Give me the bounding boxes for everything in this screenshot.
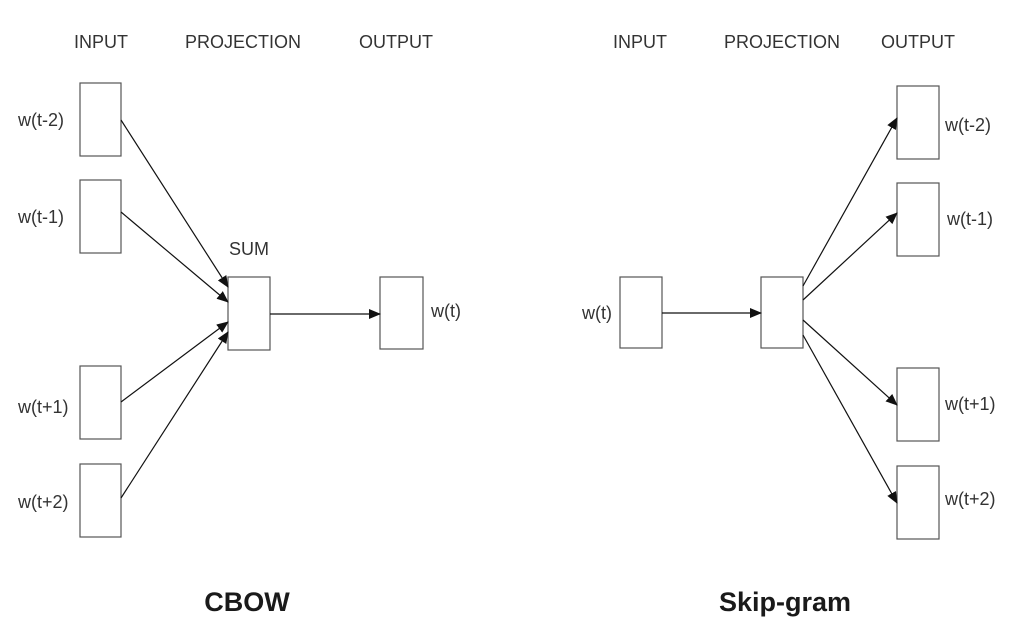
cbow-input-label-t-2: w(t-2) xyxy=(17,110,64,130)
cbow-header-output: OUTPUT xyxy=(359,32,433,52)
skipgram-header-input: INPUT xyxy=(613,32,667,52)
skipgram-input-box xyxy=(619,276,663,349)
cbow-arrow-t-2 xyxy=(120,119,229,288)
skipgram-arrow-t+1 xyxy=(802,319,898,406)
skipgram-output-box-t+1 xyxy=(896,367,940,442)
skipgram-arrow-t-1 xyxy=(802,212,898,301)
cbow-output-box xyxy=(379,276,424,350)
skipgram-output-box-t-1 xyxy=(896,182,940,257)
cbow-arrow-t+1 xyxy=(120,321,229,403)
cbow-arrow-t+2 xyxy=(120,331,229,499)
cbow-model: INPUT PROJECTION OUTPUT w(t-2) w(t-1) w(… xyxy=(17,32,461,617)
skipgram-output-label-t-1: w(t-1) xyxy=(946,209,993,229)
cbow-input-label-t+1: w(t+1) xyxy=(17,397,69,417)
cbow-sum-label: SUM xyxy=(229,239,269,259)
skipgram-model: INPUT PROJECTION OUTPUT w(t) w(t-2) w(t-… xyxy=(581,32,996,617)
cbow-output-label: w(t) xyxy=(430,301,461,321)
skipgram-title: Skip-gram xyxy=(719,587,851,617)
cbow-input-box-t+1 xyxy=(79,365,122,440)
cbow-title: CBOW xyxy=(204,587,290,617)
skipgram-output-label-t+2: w(t+2) xyxy=(944,489,996,509)
skipgram-output-label-t+1: w(t+1) xyxy=(944,394,996,414)
skipgram-input-label: w(t) xyxy=(581,303,612,323)
cbow-input-box-t+2 xyxy=(79,463,122,538)
cbow-arrow-t-1 xyxy=(120,211,229,303)
skipgram-output-label-t-2: w(t-2) xyxy=(944,115,991,135)
skipgram-arrow-t+2 xyxy=(802,334,898,504)
cbow-projection-box xyxy=(227,276,271,351)
skipgram-output-box-t-2 xyxy=(896,85,940,160)
cbow-input-box-t-2 xyxy=(79,82,122,157)
skipgram-header-projection: PROJECTION xyxy=(724,32,840,52)
cbow-input-label-t+2: w(t+2) xyxy=(17,492,69,512)
skipgram-header-output: OUTPUT xyxy=(881,32,955,52)
cbow-header-input: INPUT xyxy=(74,32,128,52)
cbow-input-box-t-1 xyxy=(79,179,122,254)
cbow-header-projection: PROJECTION xyxy=(185,32,301,52)
skipgram-projection-box xyxy=(760,276,804,349)
skipgram-arrow-t-2 xyxy=(802,117,898,287)
skipgram-output-box-t+2 xyxy=(896,465,940,540)
cbow-input-label-t-1: w(t-1) xyxy=(17,207,64,227)
